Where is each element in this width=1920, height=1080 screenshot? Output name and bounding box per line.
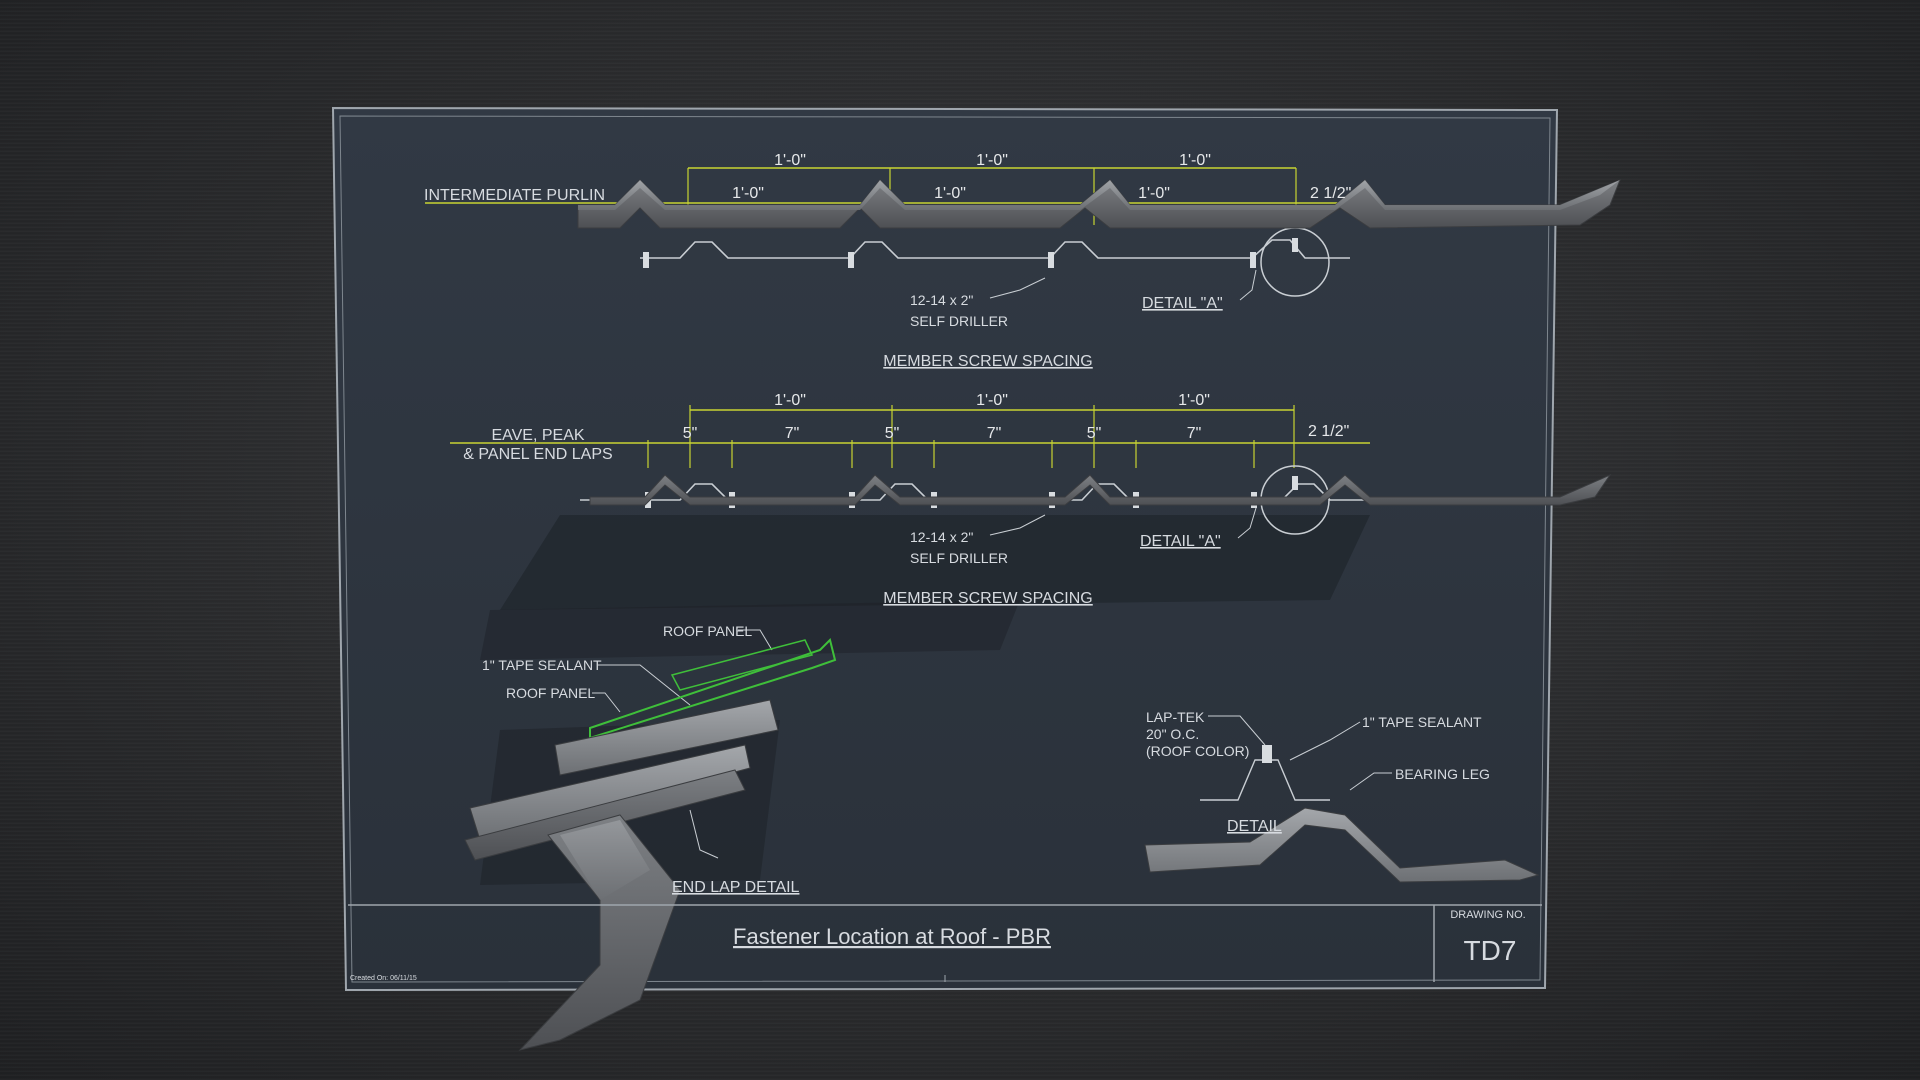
row2-label-line1: EAVE, PEAK [491, 427, 584, 444]
end-lap-tape-sealant: 1" TAPE SEALANT [482, 657, 602, 673]
row2-screw-note-2: SELF DRILLER [910, 550, 1008, 566]
title-block [348, 904, 1542, 982]
row2-dim-top-3: 1'-0" [1178, 392, 1210, 409]
detail-a-lap-tek-1: LAP-TEK [1146, 709, 1205, 725]
row1-caption: MEMBER SCREW SPACING [883, 353, 1093, 370]
row1-dim-top-1: 1'-0" [774, 152, 806, 169]
end-lap-caption: END LAP DETAIL [672, 879, 800, 896]
row1-dim-top-2: 1'-0" [976, 152, 1008, 169]
row1-diagram [425, 167, 1621, 301]
row1-label: INTERMEDIATE PURLIN [424, 187, 605, 204]
row1-dim-inner-1: 1'-0" [732, 185, 764, 202]
row1-dim-inner-3: 1'-0" [1138, 185, 1170, 202]
title-block-drawing-no-label: DRAWING NO. [1450, 909, 1525, 921]
title-block-created: Created On: 06/11/15 [350, 975, 417, 982]
panel-shadow-1 [500, 515, 1370, 610]
row2-dim-top-2: 1'-0" [976, 392, 1008, 409]
detail-a-caption: DETAIL [1227, 818, 1282, 835]
row2-label-line2: & PANEL END LAPS [463, 446, 612, 463]
row1-dim-top-3: 1'-0" [1179, 152, 1211, 169]
row2-detail-label: DETAIL "A" [1140, 533, 1221, 550]
row1-dim-inner-2: 1'-0" [934, 185, 966, 202]
detail-a-lap-tek-2: 20" O.C. [1146, 726, 1199, 742]
row1-detail-label: DETAIL "A" [1142, 295, 1223, 312]
detail-a-tape-sealant: 1" TAPE SEALANT [1362, 714, 1482, 730]
row2-caption: MEMBER SCREW SPACING [883, 590, 1093, 607]
row1-screw-note-1: 12-14 x 2" [910, 292, 973, 308]
row2-dim-inner-5: 5" [1087, 425, 1102, 442]
end-lap-3d-panel-top [554, 699, 779, 776]
end-lap-diagram [464, 629, 837, 1051]
row2-diagram [450, 405, 1612, 539]
end-lap-roof-panel-top: ROOF PANEL [663, 623, 752, 639]
detail-a-3d-panel [1144, 807, 1540, 883]
row2-dim-inner-4: 7" [987, 425, 1002, 442]
row2-screw-note-1: 12-14 x 2" [910, 529, 973, 545]
row2-dim-inner-3: 5" [885, 425, 900, 442]
row2-edge-dim: 2 1/2" [1308, 423, 1349, 440]
detail-a-diagram [1144, 715, 1540, 883]
detail-a-lap-tek-3: (ROOF COLOR) [1146, 743, 1249, 759]
row2-dim-top-1: 1'-0" [774, 392, 806, 409]
title-block-title: Fastener Location at Roof - PBR [733, 924, 1051, 949]
sheet-inner-border [339, 115, 1551, 983]
row1-screw-note-2: SELF DRILLER [910, 313, 1008, 329]
row2-dim-inner-2: 7" [785, 425, 800, 442]
row1-edge-dim: 2 1/2" [1310, 185, 1351, 202]
row2-3d-panel [589, 473, 1612, 506]
detail-a-bearing-leg: BEARING LEG [1395, 766, 1490, 782]
title-block-drawing-no: TD7 [1464, 935, 1517, 966]
row2-dim-inner-1: 5" [683, 425, 698, 442]
row2-dim-inner-6: 7" [1187, 425, 1202, 442]
end-lap-roof-panel: ROOF PANEL [506, 685, 595, 701]
